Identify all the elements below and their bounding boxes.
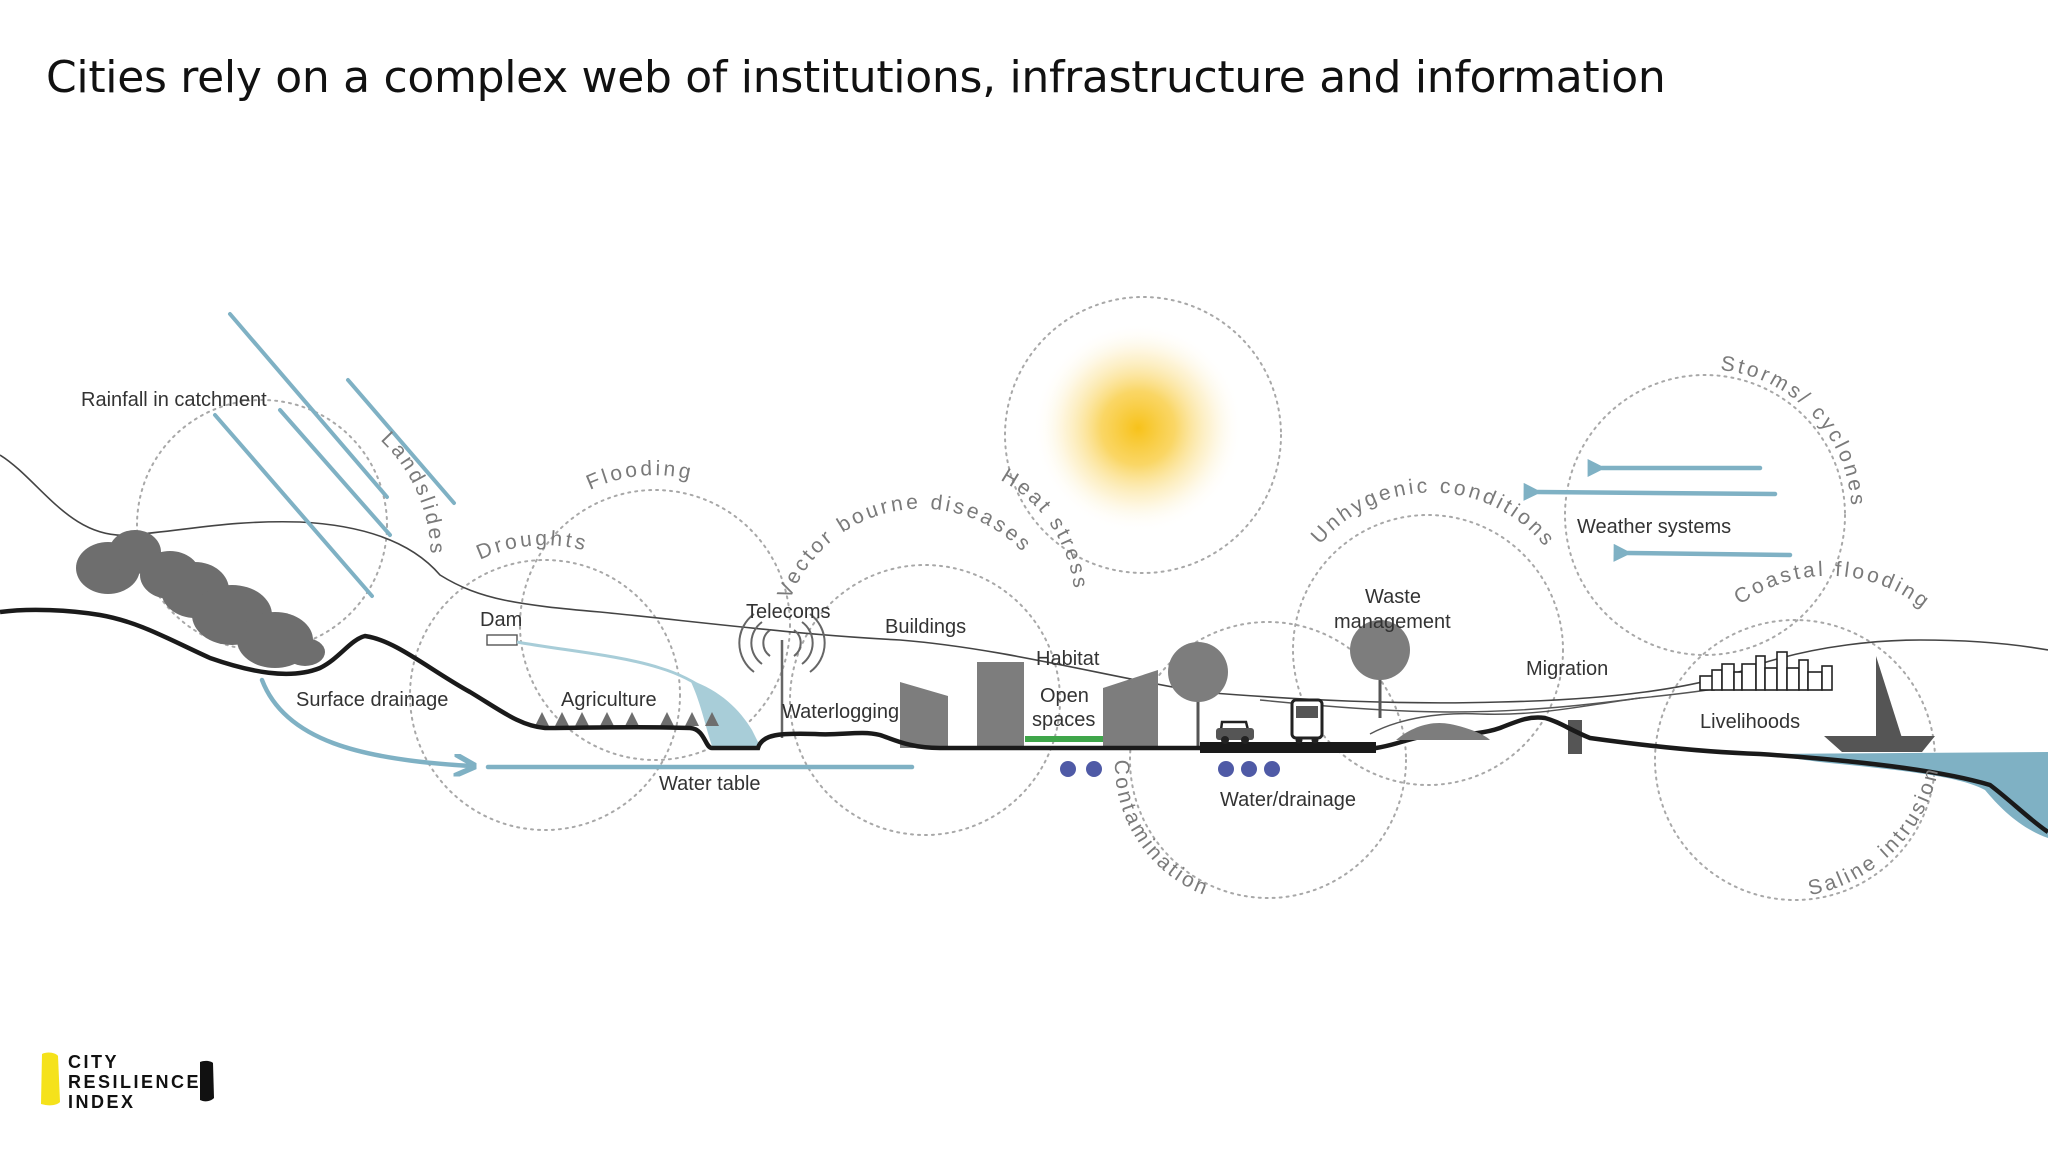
agriculture-crops-icon xyxy=(535,712,719,726)
buildings-icon xyxy=(900,662,1158,748)
reservoir-water xyxy=(690,680,760,746)
label-dam: Dam xyxy=(480,609,522,631)
rainfall-lines xyxy=(213,312,456,598)
hazard-droughts: Droughts xyxy=(473,527,591,564)
logo-black-mark xyxy=(200,1060,214,1102)
car-icon xyxy=(1216,720,1254,744)
dam-icon xyxy=(486,634,518,646)
ring-vector xyxy=(789,564,1061,836)
hazard-storms: Storms/ cyclones xyxy=(1719,352,1869,509)
ring-contamination xyxy=(1129,621,1407,899)
telecom-tower-icon xyxy=(738,613,826,738)
label-open-spaces-1: Open xyxy=(1040,685,1089,707)
sailboat-icon xyxy=(1824,656,1935,752)
label-waste-1: Waste xyxy=(1365,586,1421,608)
sea-wall xyxy=(1568,720,1582,754)
drainage-dot xyxy=(1264,761,1280,777)
rocky-mound xyxy=(1396,722,1490,740)
label-water-table: Water table xyxy=(659,773,761,795)
label-buildings: Buildings xyxy=(885,616,966,638)
contamination-dot xyxy=(1086,761,1102,777)
weather-arrows xyxy=(1523,459,1793,562)
drainage-dot xyxy=(1241,761,1257,777)
label-open-spaces-2: spaces xyxy=(1032,709,1095,731)
slide-title: Cities rely on a complex web of institut… xyxy=(46,52,1666,103)
road-contour-line xyxy=(1369,697,1641,735)
drainage-dot xyxy=(1218,761,1234,777)
hazard-unhygenic: Unhygenic conditions xyxy=(1307,474,1561,552)
hazard-vector-diseases: Vector bourne diseases xyxy=(773,491,1037,602)
skyline-icon xyxy=(1699,651,1833,691)
surface-drainage-arrow xyxy=(259,677,472,766)
hazard-flooding: Flooding xyxy=(583,457,696,494)
label-agriculture: Agriculture xyxy=(561,689,657,711)
hazard-landslides: Landslides xyxy=(377,427,449,556)
label-water-drainage: Water/drainage xyxy=(1220,789,1356,811)
city-tree-icon xyxy=(1168,642,1228,748)
sun-icon xyxy=(1033,323,1243,533)
logo-line-3: INDEX xyxy=(68,1092,136,1112)
label-rainfall: Rainfall in catchment xyxy=(81,389,267,411)
label-telecoms: Telecoms xyxy=(746,601,830,623)
label-weather-systems: Weather systems xyxy=(1577,516,1731,538)
label-migration: Migration xyxy=(1526,658,1608,680)
ring-unhygenic xyxy=(1292,514,1564,786)
label-waste-2: management xyxy=(1334,611,1451,633)
ring-droughts xyxy=(409,559,681,831)
contamination-dot xyxy=(1060,761,1076,777)
bus-icon xyxy=(1290,698,1324,744)
catchment-trees-icon xyxy=(76,530,325,668)
ring-storms xyxy=(1564,374,1846,656)
label-livelihoods: Livelihoods xyxy=(1700,711,1800,733)
label-surface-drainage: Surface drainage xyxy=(296,689,448,711)
logo-line-2: RESILIENCE xyxy=(68,1072,201,1092)
ground-profile xyxy=(0,607,2048,834)
waste-tree-icon xyxy=(1350,620,1410,718)
hazard-contamination: Contamination xyxy=(1110,759,1214,900)
open-space-green xyxy=(1025,736,1103,742)
logo-line-1: CITY xyxy=(68,1052,119,1072)
logo-yellow-mark xyxy=(41,1052,60,1106)
ring-flooding xyxy=(519,489,791,761)
city-resilience-index-logo: CITY RESILIENCE INDEX xyxy=(41,1052,214,1112)
hazard-rings xyxy=(136,296,1936,901)
ring-heat xyxy=(1004,296,1282,574)
hazard-saline-intrusion: Saline intrusion xyxy=(1806,764,1944,900)
label-habitat: Habitat xyxy=(1036,648,1100,670)
hazard-coastal-flooding: Coastal flooding xyxy=(1730,558,1936,614)
sea-water xyxy=(1760,752,2048,838)
label-waterlogging: Waterlogging xyxy=(782,701,899,723)
